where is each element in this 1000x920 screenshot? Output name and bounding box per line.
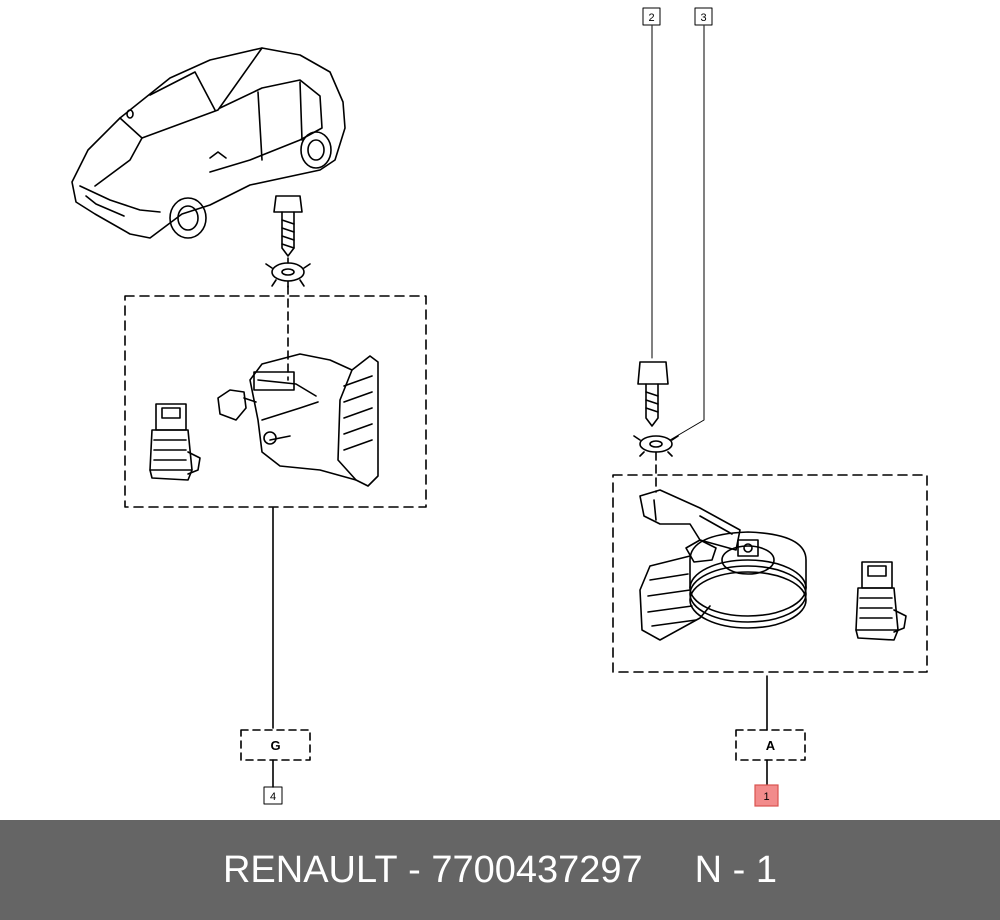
- horn-right: [639, 489, 807, 641]
- part-number: 7700437297: [431, 848, 643, 891]
- car-illustration: [71, 47, 346, 239]
- group-label-right: A: [766, 738, 776, 753]
- bolt-right: [637, 361, 669, 427]
- reference-code: N - 1: [694, 848, 778, 891]
- callout-3-box: [694, 7, 713, 26]
- callout-1-label: 1: [763, 791, 769, 803]
- brand-separator: -: [408, 848, 421, 891]
- group-label-right-box: [735, 729, 806, 761]
- bolt-left: [273, 195, 303, 257]
- callout-2-box: [642, 7, 661, 26]
- parts-diagram: 2 3 4 1 G A: [71, 7, 928, 807]
- leader-callout-3: [669, 25, 705, 441]
- callout-4-label: 4: [270, 791, 276, 803]
- washer-left: [265, 257, 311, 288]
- footer-bar: RENAULT - 7700437297 N - 1: [0, 820, 1000, 920]
- connector-left: [149, 403, 201, 481]
- group-label-left-box: [240, 729, 311, 761]
- group-box-right: [612, 474, 928, 673]
- connector-right: [855, 561, 907, 641]
- callout-4-box: [263, 786, 283, 805]
- washer-right: [633, 435, 679, 457]
- callout-3-label: 3: [700, 12, 706, 24]
- group-box-left: [124, 295, 427, 508]
- callout-2-label: 2: [648, 12, 654, 24]
- callout-1-box-highlight: [754, 784, 779, 807]
- brand-name: RENAULT: [222, 848, 398, 891]
- group-label-left: G: [270, 738, 280, 753]
- horn-left: [217, 353, 379, 487]
